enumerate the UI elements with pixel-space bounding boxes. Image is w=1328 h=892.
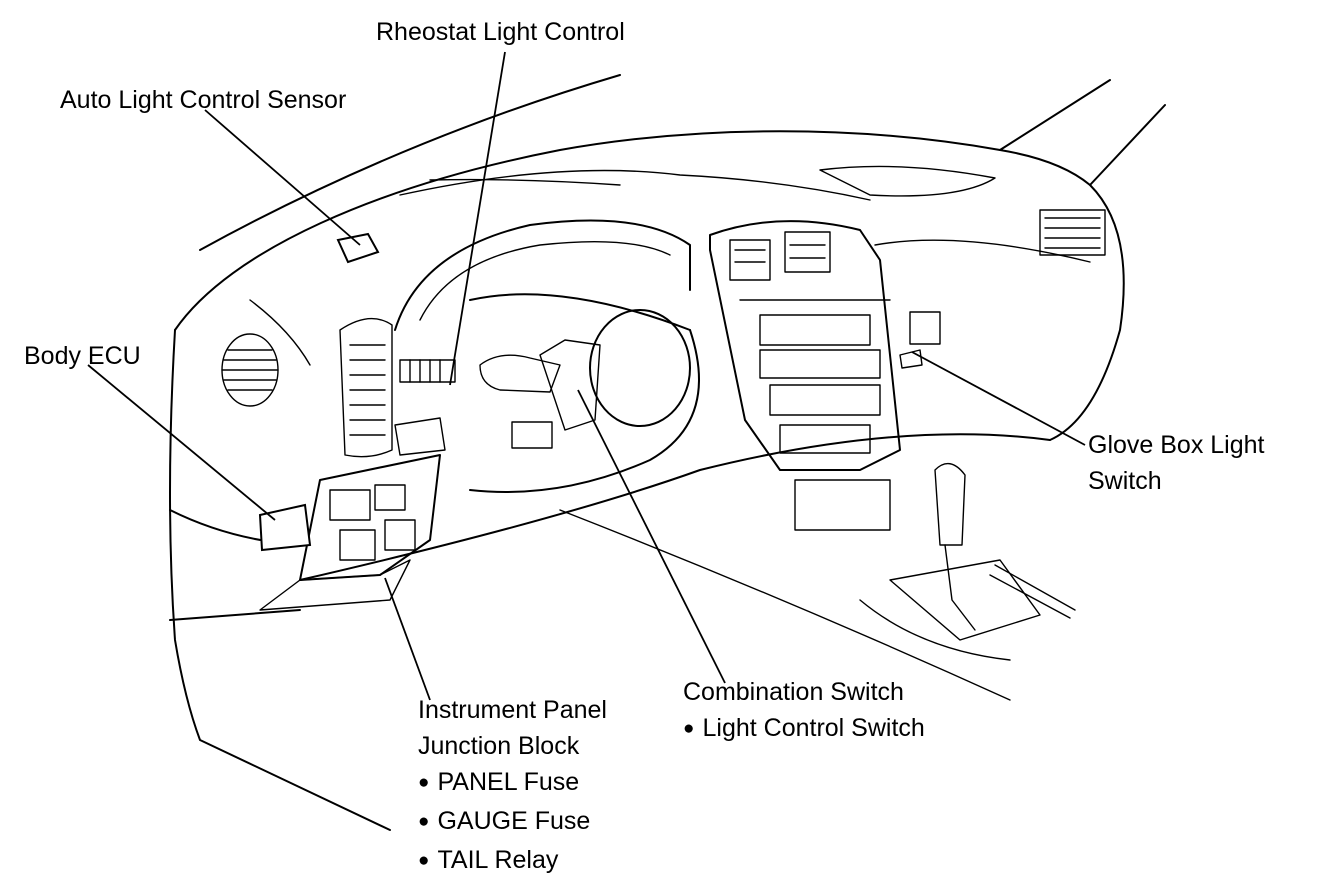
tail-relay-item: TAIL Relay xyxy=(418,842,607,881)
panel-fuse-item: PANEL Fuse xyxy=(418,764,607,803)
glove-box-label-line1: Glove Box Light xyxy=(1088,431,1265,459)
combination-switch-label: Combination Switch Light Control Switch xyxy=(683,674,925,749)
glove-box-light-switch-label: Glove Box Light Switch xyxy=(1088,427,1265,499)
rheostat-light-control-label: Rheostat Light Control xyxy=(376,18,625,46)
junction-label-line1: Instrument Panel xyxy=(418,696,607,724)
body-ecu-label: Body ECU xyxy=(24,342,141,370)
junction-label-line2: Junction Block xyxy=(418,732,580,760)
instrument-panel-junction-block-label: Instrument Panel Junction Block PANEL Fu… xyxy=(418,692,607,881)
combination-switch-title: Combination Switch xyxy=(683,678,904,706)
gauge-fuse-item: GAUGE Fuse xyxy=(418,803,607,842)
auto-light-control-sensor-label: Auto Light Control Sensor xyxy=(60,86,347,114)
glove-box-label-line2: Switch xyxy=(1088,467,1162,495)
light-control-switch-item: Light Control Switch xyxy=(683,710,924,749)
